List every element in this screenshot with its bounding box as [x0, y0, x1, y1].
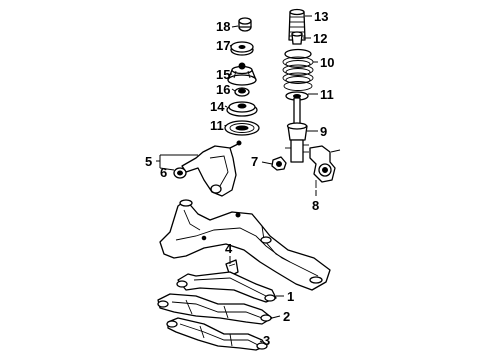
part-17-washer [230, 41, 254, 56]
callout-2: 2 [283, 309, 290, 324]
callout-labels: 18 17 15 16 14 11 13 12 10 11 9 7 8 5 6 … [145, 9, 334, 348]
callout-11-right: 11 [320, 87, 334, 102]
callout-7: 7 [251, 154, 258, 169]
part-5-lower-control-arm [181, 140, 242, 197]
part-9-strut [285, 97, 309, 163]
part-3-crossmember [166, 317, 268, 351]
callout-3: 3 [263, 333, 270, 348]
part-crossmember [159, 199, 331, 291]
callout-5: 5 [145, 154, 152, 169]
part-8-steering-knuckle [309, 145, 341, 188]
part-10-coil-spring [282, 48, 314, 91]
callout-18: 18 [216, 19, 230, 34]
part-11-insulator-left [224, 120, 260, 136]
part-15-strut-mount [227, 62, 257, 86]
callout-6: 6 [160, 165, 167, 180]
part-7-bolt [271, 156, 287, 171]
leader-lines [156, 15, 318, 343]
callout-15: 15 [216, 67, 230, 82]
callout-10: 10 [320, 55, 334, 70]
callout-12: 12 [313, 31, 327, 46]
callout-1: 1 [287, 289, 294, 304]
callout-8: 8 [312, 198, 319, 213]
part-14-seat [226, 101, 258, 117]
callout-14: 14 [210, 99, 225, 114]
part-1-crossmember-beam [176, 271, 277, 303]
part-16-bearing [234, 87, 250, 97]
callout-11-left: 11 [210, 118, 224, 133]
callout-9: 9 [320, 124, 327, 139]
callout-13: 13 [314, 9, 328, 24]
part-12-bump-stop [291, 31, 303, 45]
part-18-nut [238, 17, 252, 32]
callout-17: 17 [216, 38, 230, 53]
callout-16: 16 [216, 82, 230, 97]
callout-4: 4 [225, 241, 233, 256]
part-2-crossmember [157, 293, 273, 325]
part-6-bushing [173, 167, 187, 179]
